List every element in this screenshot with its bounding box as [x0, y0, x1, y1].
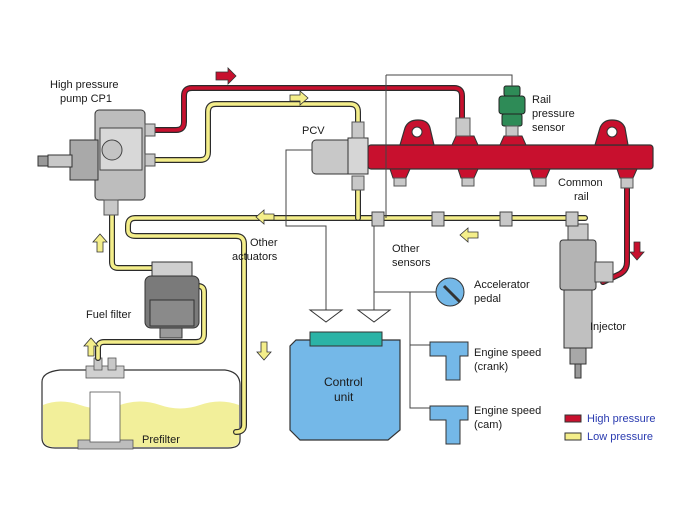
- legend: High pressure Low pressure: [564, 413, 655, 443]
- injector: [559, 223, 614, 379]
- rail-pressure-sensor: [498, 85, 526, 137]
- common-rail-label-1: Common: [558, 177, 603, 189]
- pump-label-2: pump CP1: [60, 93, 112, 105]
- engine-cam-label-2: (cam): [474, 419, 502, 431]
- other-actuators-label-1: Other: [250, 237, 278, 249]
- legend-low-swatch: [564, 432, 582, 441]
- rail-sensor-label-2: pressure: [532, 108, 575, 120]
- flow-arrows: [83, 67, 645, 361]
- pump-label-1: High pressure: [50, 79, 118, 91]
- engine-crank-label-1: Engine speed: [474, 347, 541, 359]
- return-couplings: [371, 211, 579, 227]
- fuel-filter: [144, 261, 200, 339]
- legend-high-label: High pressure: [587, 413, 655, 425]
- rail-sensor-label-1: Rail: [532, 94, 551, 106]
- accelerator-pedal: [435, 277, 465, 307]
- accelerator-label-2: pedal: [474, 293, 501, 305]
- cam-speed-sensor: [429, 405, 469, 445]
- legend-low-label: Low pressure: [587, 431, 653, 443]
- common-rail-label-2: rail: [574, 191, 589, 203]
- control-unit-arrows: [308, 309, 392, 323]
- other-sensors-label-1: Other: [392, 243, 420, 255]
- legend-high-swatch: [564, 414, 582, 423]
- prefilter-label: Prefilter: [142, 434, 180, 446]
- other-sensors-label-2: sensors: [392, 257, 431, 269]
- signal-wires: [285, 74, 513, 409]
- common-rail: [367, 117, 654, 189]
- control-unit-label-2: unit: [334, 390, 354, 404]
- engine-crank-label-2: (crank): [474, 361, 508, 373]
- high-pressure-pump: [37, 109, 156, 216]
- tank-pickup: [89, 391, 121, 443]
- accelerator-label-1: Accelerator: [474, 279, 530, 291]
- control-unit: [289, 331, 401, 441]
- crank-speed-sensor: [429, 341, 469, 381]
- pcv-valve: [311, 121, 369, 191]
- low-pressure-lines: [95, 101, 588, 435]
- other-actuators-label-2: actuators: [232, 251, 278, 263]
- rail-sensor-label-3: sensor: [532, 122, 565, 134]
- engine-cam-label-1: Engine speed: [474, 405, 541, 417]
- control-unit-label-1: Control: [324, 375, 363, 389]
- pcv-label: PCV: [302, 125, 325, 137]
- fuel-tank: [41, 357, 241, 450]
- high-pressure-lines: [147, 85, 630, 285]
- injector-label: Injector: [590, 321, 626, 333]
- labels: High pressure pump CP1 PCV Rail pressure…: [50, 79, 626, 446]
- fuel-filter-label: Fuel filter: [86, 309, 132, 321]
